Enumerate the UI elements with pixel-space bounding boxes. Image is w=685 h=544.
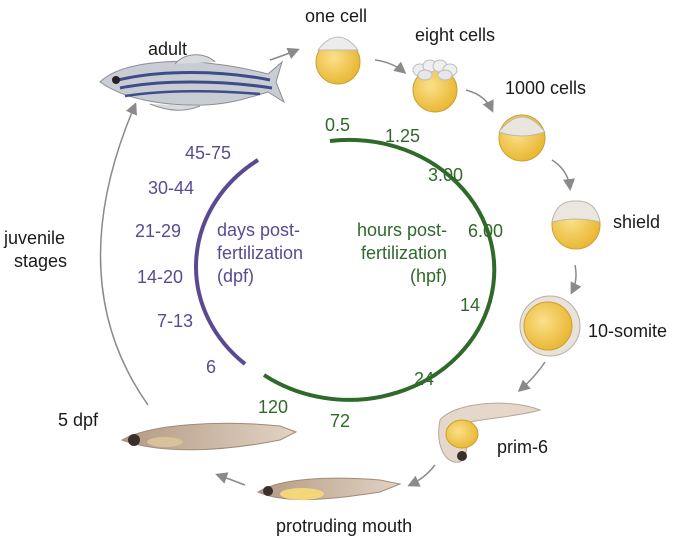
dpf-tick-label: 6	[206, 357, 216, 377]
stage-label-ten-somite: 10-somite	[588, 321, 667, 341]
dpf-title-line3: (dpf)	[217, 266, 254, 286]
hpf-title-line2: fertilization	[361, 243, 447, 263]
dpf-tick-label: 21-29	[135, 221, 181, 241]
dpf-title-line1: days post-	[217, 220, 300, 240]
stage-label-prim6: prim-6	[497, 437, 548, 457]
stage-label-five-dpf: 5 dpf	[58, 410, 99, 430]
dpf-arc	[194, 158, 260, 366]
one-cell-embryo	[315, 36, 361, 85]
thousand-cells-embryo	[498, 114, 546, 162]
adult-fish-illustration	[99, 54, 286, 111]
ten-somite-embryo	[519, 295, 581, 357]
dpf-tick-label: 14-20	[137, 267, 183, 287]
five-dpf-larva	[120, 422, 298, 451]
stage-label-juvenile-line2: stages	[14, 251, 67, 271]
dpf-tick-label: 7-13	[157, 311, 193, 331]
stage-label-shield: shield	[613, 212, 660, 232]
hpf-tick-label: 14	[460, 295, 480, 315]
stage-label-eight-cells: eight cells	[415, 25, 495, 45]
hpf-tick-label: 72	[330, 411, 350, 431]
cycle-arrows	[99, 47, 582, 487]
protruding-mouth-larva	[256, 477, 402, 501]
stage-label-one-cell: one cell	[305, 6, 367, 26]
prim6-embryo	[438, 402, 542, 463]
stage-label-juvenile-line1: juvenile	[3, 228, 65, 248]
stage-label-protruding-mouth: protruding mouth	[276, 516, 412, 536]
hpf-tick-label: 6.00	[468, 221, 503, 241]
hpf-tick-label: 1.25	[385, 126, 420, 146]
shield-embryo	[551, 200, 601, 250]
hpf-tick-label: 24	[414, 369, 434, 389]
eight-cells-embryo	[412, 59, 458, 113]
stage-label-adult: adult	[148, 39, 187, 59]
hpf-tick-label: 120	[258, 397, 288, 417]
hpf-title-line3: (hpf)	[410, 266, 447, 286]
dpf-title-line2: fertilization	[217, 243, 303, 263]
hpf-tick-label: 3.00	[428, 165, 463, 185]
hpf-tick-label: 0.5	[325, 115, 350, 135]
stage-label-thousand-cells: 1000 cells	[505, 78, 586, 98]
dpf-tick-label: 30-44	[148, 178, 194, 198]
dpf-tick-label: 45-75	[185, 143, 231, 163]
hpf-title-line1: hours post-	[357, 220, 447, 240]
hpf-arc	[262, 137, 497, 402]
